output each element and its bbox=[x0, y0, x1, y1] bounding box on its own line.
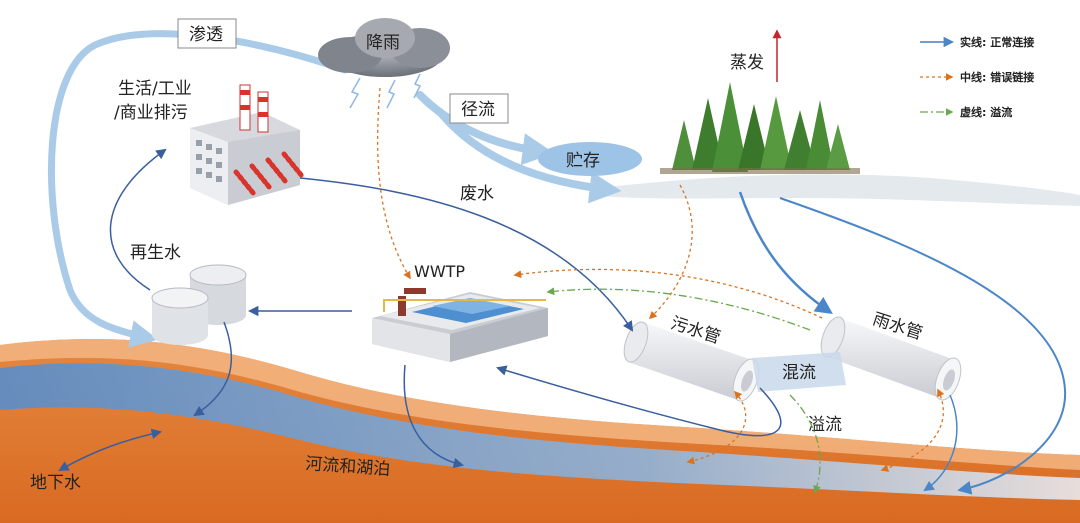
rain-to-wwtp-wrong bbox=[376, 87, 411, 280]
svg-text:中线: 错误链接: 中线: 错误链接 bbox=[960, 70, 1034, 84]
rain-cloud bbox=[318, 18, 450, 109]
reclaimed-to-factory-flow bbox=[109, 148, 167, 291]
runoff-label: 径流 bbox=[461, 100, 495, 120]
storm-to-wwtp-overflow bbox=[546, 287, 811, 331]
legend-item-normal: 实线: 正常连接 bbox=[920, 35, 1034, 49]
overflow-label: 溢流 bbox=[808, 415, 842, 435]
ground-surface bbox=[600, 174, 1080, 206]
legend-item-overflow: 虚线: 溢流 bbox=[920, 105, 1012, 119]
infiltration-label: 渗透 bbox=[189, 25, 223, 45]
factory-icon bbox=[190, 84, 305, 205]
evaporation-label: 蒸发 bbox=[730, 53, 764, 73]
surface-to-river-flow bbox=[779, 197, 1067, 495]
storage-pond bbox=[538, 142, 642, 176]
reclaimed-water-label: 再生水 bbox=[130, 243, 181, 263]
storm-to-wwtp-wrong bbox=[513, 268, 823, 319]
legend-item-wrong: 中线: 错误链接 bbox=[920, 70, 1034, 84]
runoff-flow bbox=[416, 91, 555, 166]
combined-flow-band bbox=[752, 352, 846, 392]
discharge-label-line2: /商业排污 bbox=[114, 103, 188, 123]
forest-icon bbox=[660, 82, 860, 174]
runoff-flow-2 bbox=[436, 108, 622, 204]
surface-to-storm-flow bbox=[738, 191, 833, 314]
rainfall-label: 降雨 bbox=[366, 33, 400, 53]
overflow-to-river bbox=[789, 394, 821, 494]
legend: 实线: 正常连接 中线: 错误链接 虚线: 溢流 bbox=[920, 35, 1034, 119]
surface-to-sewer-wrong bbox=[648, 184, 693, 320]
reclaimed-water-tanks-icon bbox=[151, 264, 247, 345]
wwtp-label: WWTP bbox=[414, 262, 465, 281]
combined-flow-label: 混流 bbox=[782, 363, 816, 383]
wwtp-to-river-flow bbox=[403, 364, 465, 469]
storage-label: 贮存 bbox=[566, 151, 600, 171]
sewer-river-wrong bbox=[686, 390, 747, 465]
wastewater-flow bbox=[299, 177, 634, 332]
wastewater-label: 废水 bbox=[460, 184, 494, 204]
wwtp-plant-icon bbox=[372, 288, 548, 362]
runoff-box bbox=[449, 93, 509, 124]
infiltration-box bbox=[177, 18, 237, 49]
svg-text:虚线: 溢流: 虚线: 溢流 bbox=[960, 105, 1012, 119]
storm-to-river-flow bbox=[923, 394, 958, 492]
discharge-label-line1: 生活/工业 bbox=[118, 79, 192, 99]
storm-river-wrong bbox=[880, 388, 945, 472]
surface-soil-band bbox=[0, 339, 1080, 470]
river-water-layer bbox=[0, 363, 1080, 500]
groundwater-label: 地下水 bbox=[30, 473, 81, 493]
groundwater-exchange bbox=[58, 428, 163, 472]
sewer-pipe-icon bbox=[623, 321, 760, 402]
reclaimed-to-river-flow bbox=[193, 321, 233, 417]
svg-text:实线: 正常连接: 实线: 正常连接 bbox=[960, 35, 1034, 49]
